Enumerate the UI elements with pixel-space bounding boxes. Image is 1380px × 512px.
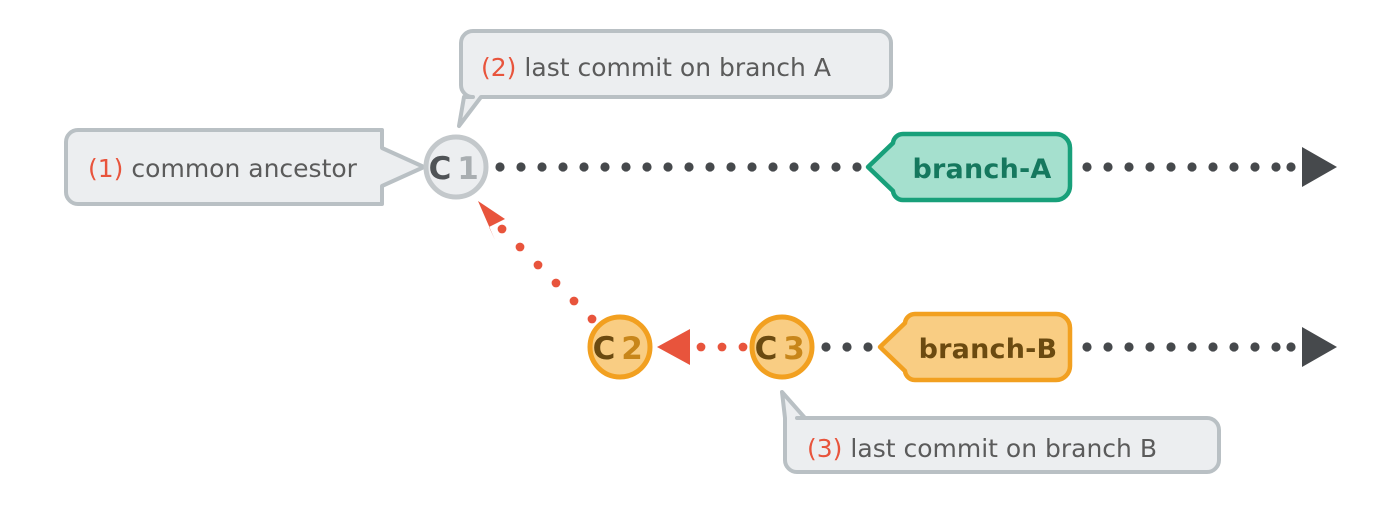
branch-b-arrowhead — [1302, 327, 1337, 367]
commit-node-c1[interactable]: C 1 — [423, 134, 489, 200]
callout-last-commit-branch-a-bubble — [457, 29, 893, 128]
branch-a-dots-left — [495, 162, 862, 172]
callout-last-commit-branch-a: (2) last commit on branch A — [457, 29, 893, 128]
branch-label-branch-b-text: branch-B — [919, 334, 1058, 365]
branch-label-branch-a[interactable]: branch-A — [865, 131, 1073, 203]
commit-node-c3-letter: C — [755, 331, 778, 367]
branch-a-timeline — [495, 147, 1337, 187]
commit-node-c3-digit: 3 — [783, 331, 805, 367]
commit-node-c1-letter: C — [429, 151, 452, 187]
branch-label-branch-b[interactable]: branch-B — [877, 311, 1073, 383]
branch-a-arrowhead — [1302, 147, 1337, 187]
callout-last-commit-branch-b-text: (3) last commit on branch B — [807, 434, 1157, 463]
callout-last-commit-branch-a-text: (2) last commit on branch A — [481, 53, 831, 82]
commit-node-c2-circle — [587, 314, 653, 380]
callout-common-ancestor-text: (1) common ancestor — [88, 154, 358, 183]
callout-common-ancestor-bubble — [64, 128, 426, 206]
commit-node-c3-circle — [749, 314, 815, 380]
link-arrow-c3-to-c2 — [657, 329, 748, 365]
callout-last-commit-branch-b-index: (3) — [807, 434, 842, 463]
callout-last-commit-branch-b: (3) last commit on branch B — [780, 390, 1221, 474]
link-arrow-dots — [696, 342, 748, 352]
commit-node-c1-circle — [423, 134, 489, 200]
commit-node-c2[interactable]: C 2 — [587, 314, 653, 380]
branch-label-branch-a-shape — [865, 131, 1073, 203]
commit-node-c2-digit: 2 — [621, 331, 643, 367]
callout-last-commit-branch-a-label: last commit on branch A — [524, 53, 831, 82]
callout-last-commit-branch-b-label: last commit on branch B — [850, 434, 1157, 463]
link-arrowhead — [657, 329, 690, 365]
callout-last-commit-branch-a-index: (2) — [481, 53, 516, 82]
callout-common-ancestor-index: (1) — [88, 154, 123, 183]
commit-node-c1-digit: 1 — [457, 151, 479, 187]
merge-arrowhead — [478, 201, 505, 240]
branch-label-branch-b-shape — [877, 311, 1073, 383]
branch-b-dots-c3-to-label — [821, 342, 873, 352]
merge-arrow-dots — [497, 224, 597, 324]
callout-last-commit-branch-b-bubble — [780, 390, 1221, 474]
callout-common-ancestor: (1) common ancestor — [64, 128, 426, 206]
branch-label-branch-a-text: branch-A — [912, 154, 1051, 185]
branch-a-dots-right — [1082, 162, 1296, 172]
callout-common-ancestor-label: common ancestor — [131, 154, 357, 183]
branch-b-timeline — [821, 327, 1337, 367]
merge-arrow-c2-to-c1 — [478, 201, 597, 324]
commit-node-c3[interactable]: C 3 — [749, 314, 815, 380]
branch-b-dots-right — [1082, 342, 1296, 352]
commit-node-c2-letter: C — [593, 331, 616, 367]
